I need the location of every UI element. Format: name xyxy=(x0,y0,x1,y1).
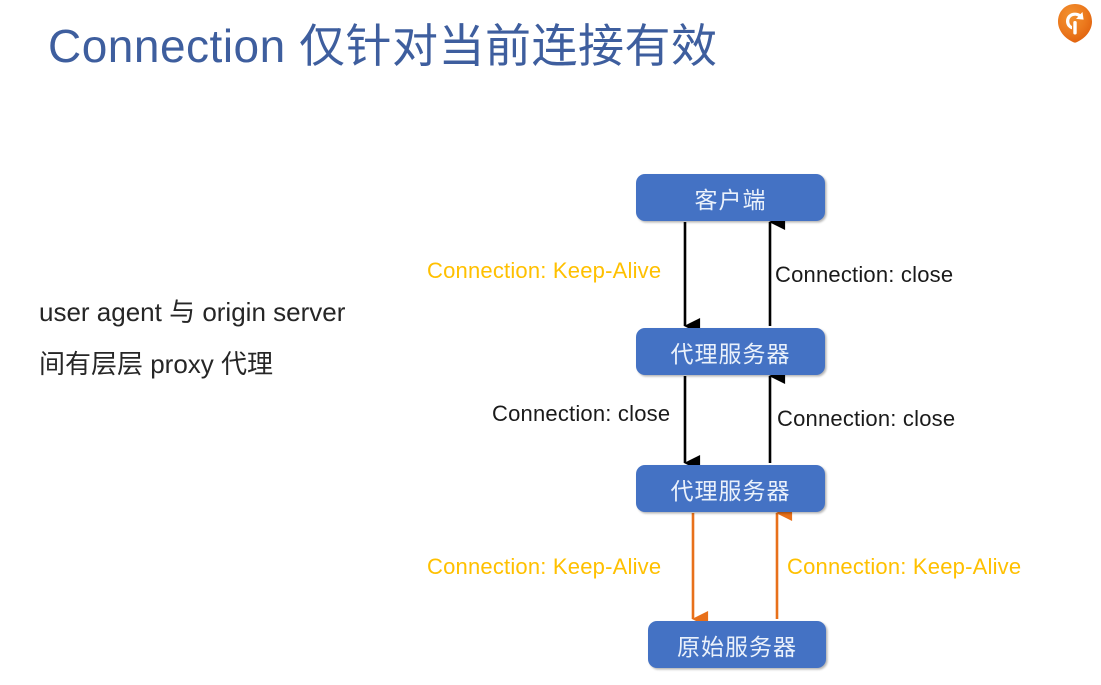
page-title: Connection 仅针对当前连接有效 xyxy=(48,20,718,72)
edge-label-close-proxy2-proxy1: Connection: close xyxy=(777,406,956,431)
edge-label-keep-alive-proxy2-origin: Connection: Keep-Alive xyxy=(427,554,662,579)
body-line-2: 间有层层 proxy 代理 xyxy=(39,349,274,379)
edge-label-keep-alive-client-proxy1: Connection: Keep-Alive xyxy=(427,258,662,283)
edge-label-close-proxy1-client: Connection: close xyxy=(775,262,954,287)
diagram-node-proxy-1[interactable]: 代理服务器 xyxy=(636,328,825,375)
diagram-node-proxy-2[interactable]: 代理服务器 xyxy=(636,465,825,512)
body-line-1: user agent 与 origin server xyxy=(39,297,346,327)
edge-label-close-proxy1-proxy2: Connection: close xyxy=(492,401,671,426)
diagram-node-origin-server[interactable]: 原始服务器 xyxy=(648,621,826,668)
diagram-node-client[interactable]: 客户端 xyxy=(636,174,825,221)
brand-logo-icon xyxy=(1055,2,1095,44)
body-paragraph: user agent 与 origin server 间有层层 proxy 代理 xyxy=(39,286,345,390)
edge-label-keep-alive-origin-proxy2: Connection: Keep-Alive xyxy=(787,554,1022,579)
brand-logo-glyph xyxy=(1058,4,1092,43)
